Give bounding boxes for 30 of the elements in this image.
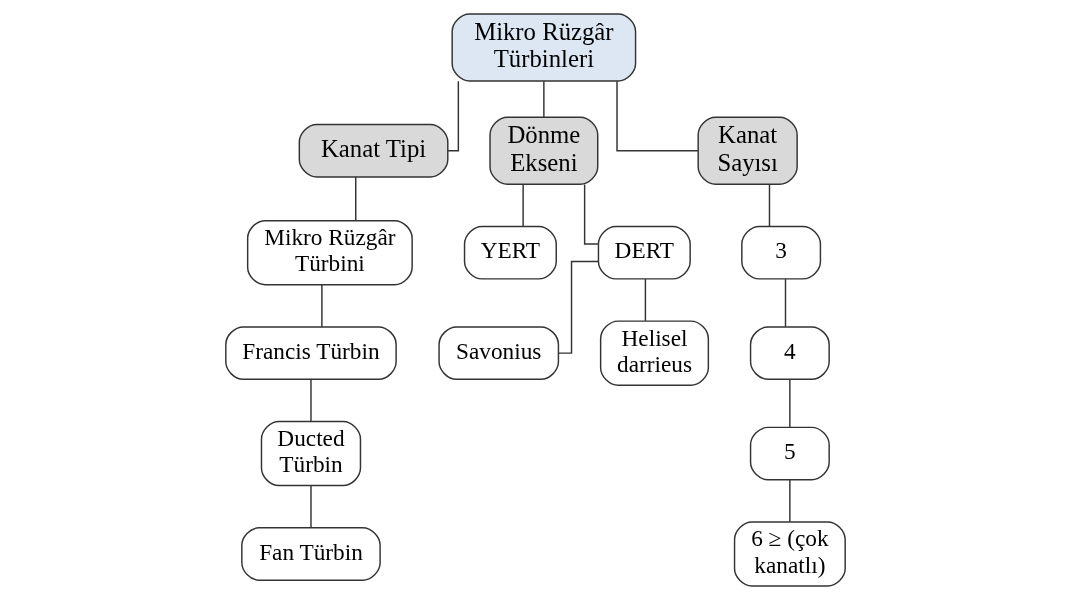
connector — [309, 378, 312, 422]
connector — [320, 284, 323, 328]
connector — [446, 80, 459, 152]
connector — [615, 80, 699, 152]
connector — [788, 479, 791, 523]
connector — [768, 184, 770, 227]
node-box: Savonius — [437, 326, 559, 381]
node-box: 6 ≥ (çok kanatlı) — [733, 521, 846, 587]
node-box: DERT — [597, 225, 691, 280]
node-box: Mikro Rüzgâr Türbini — [246, 219, 413, 286]
node-box: Fan Türbin — [240, 527, 381, 581]
node-box: Dönme Ekseni — [488, 116, 598, 185]
connector — [309, 485, 312, 529]
node-box: 4 — [749, 326, 830, 381]
node-box: Kanat Sayısı — [696, 116, 798, 185]
connector — [788, 378, 791, 428]
node-box: Kanat Tipi — [298, 123, 449, 178]
node-box: Mikro Rüzgâr Türbinleri — [450, 13, 636, 82]
connector — [583, 183, 599, 245]
connector — [542, 80, 545, 118]
connector — [521, 184, 524, 227]
node-box: 3 — [740, 225, 821, 280]
node-box: 5 — [749, 426, 830, 481]
connector — [644, 278, 646, 322]
node-box: YERT — [463, 225, 557, 280]
connector — [784, 278, 786, 328]
node-box: Helisel darrieus — [599, 320, 709, 386]
node-box: Francis Türbin — [224, 326, 397, 381]
node-box: Ducted Türbin — [260, 420, 361, 487]
connector — [354, 176, 356, 222]
